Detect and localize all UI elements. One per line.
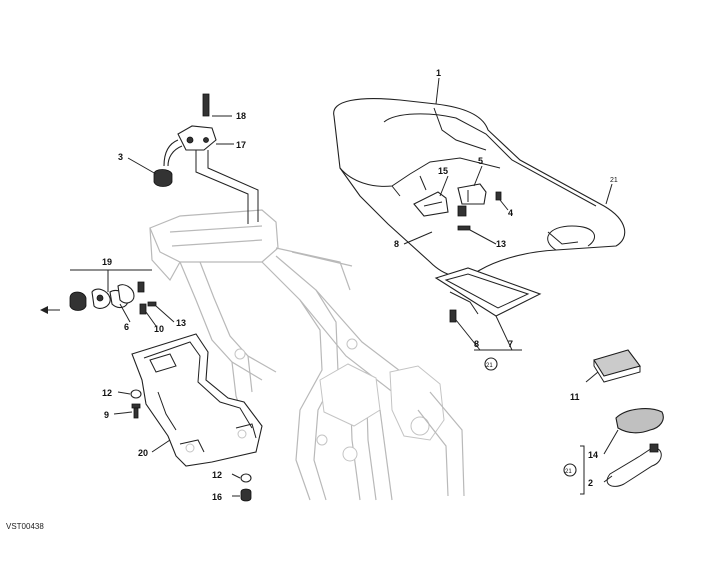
callout-21-seat: 21 bbox=[610, 177, 618, 184]
callout-12-left: 12 bbox=[102, 388, 112, 398]
callout-4: 4 bbox=[508, 208, 513, 218]
callout-20: 20 bbox=[138, 448, 148, 458]
callout-9: 9 bbox=[104, 410, 109, 420]
callout-21-bracket: 21 bbox=[565, 469, 572, 475]
seat-lock-assembly bbox=[153, 93, 259, 224]
callout-7: 7 bbox=[508, 339, 513, 349]
callout-15: 15 bbox=[438, 166, 448, 176]
callout-8-upper: 8 bbox=[394, 239, 399, 249]
callout-21-circle: 21 bbox=[486, 363, 493, 369]
callout-11: 11 bbox=[570, 392, 580, 402]
callout-14: 14 bbox=[588, 450, 598, 460]
callout-6: 6 bbox=[124, 322, 129, 332]
ghost-frame bbox=[149, 209, 465, 501]
leader-lines bbox=[70, 77, 619, 497]
callout-12-bottom: 12 bbox=[212, 470, 222, 480]
callout-16: 16 bbox=[212, 492, 222, 502]
callout-10: 10 bbox=[154, 324, 164, 334]
under-seat-tray bbox=[434, 267, 542, 323]
callout-1: 1 bbox=[436, 68, 441, 78]
latch-parts-group bbox=[40, 281, 157, 315]
seat-brackets bbox=[413, 183, 502, 231]
callout-2: 2 bbox=[588, 478, 593, 488]
callout-3: 3 bbox=[118, 152, 123, 162]
drawing-reference-code: VST00438 bbox=[6, 522, 44, 531]
callout-13-lower: 13 bbox=[176, 318, 186, 328]
callout-8-lower: 8 bbox=[474, 339, 479, 349]
rear-undertray bbox=[131, 333, 263, 467]
callout-19: 19 bbox=[102, 257, 112, 267]
callout-17: 17 bbox=[236, 140, 246, 150]
loose-fasteners bbox=[130, 389, 252, 502]
owners-booklet bbox=[593, 349, 641, 383]
callout-18: 18 bbox=[236, 111, 246, 121]
tool-pouch-and-cable bbox=[606, 408, 664, 487]
callout-5: 5 bbox=[478, 156, 483, 166]
callout-labels: 1 18 17 3 5 15 4 8 13 21 19 6 10 13 12 9… bbox=[102, 68, 618, 502]
callout-13-upper: 13 bbox=[496, 239, 506, 249]
